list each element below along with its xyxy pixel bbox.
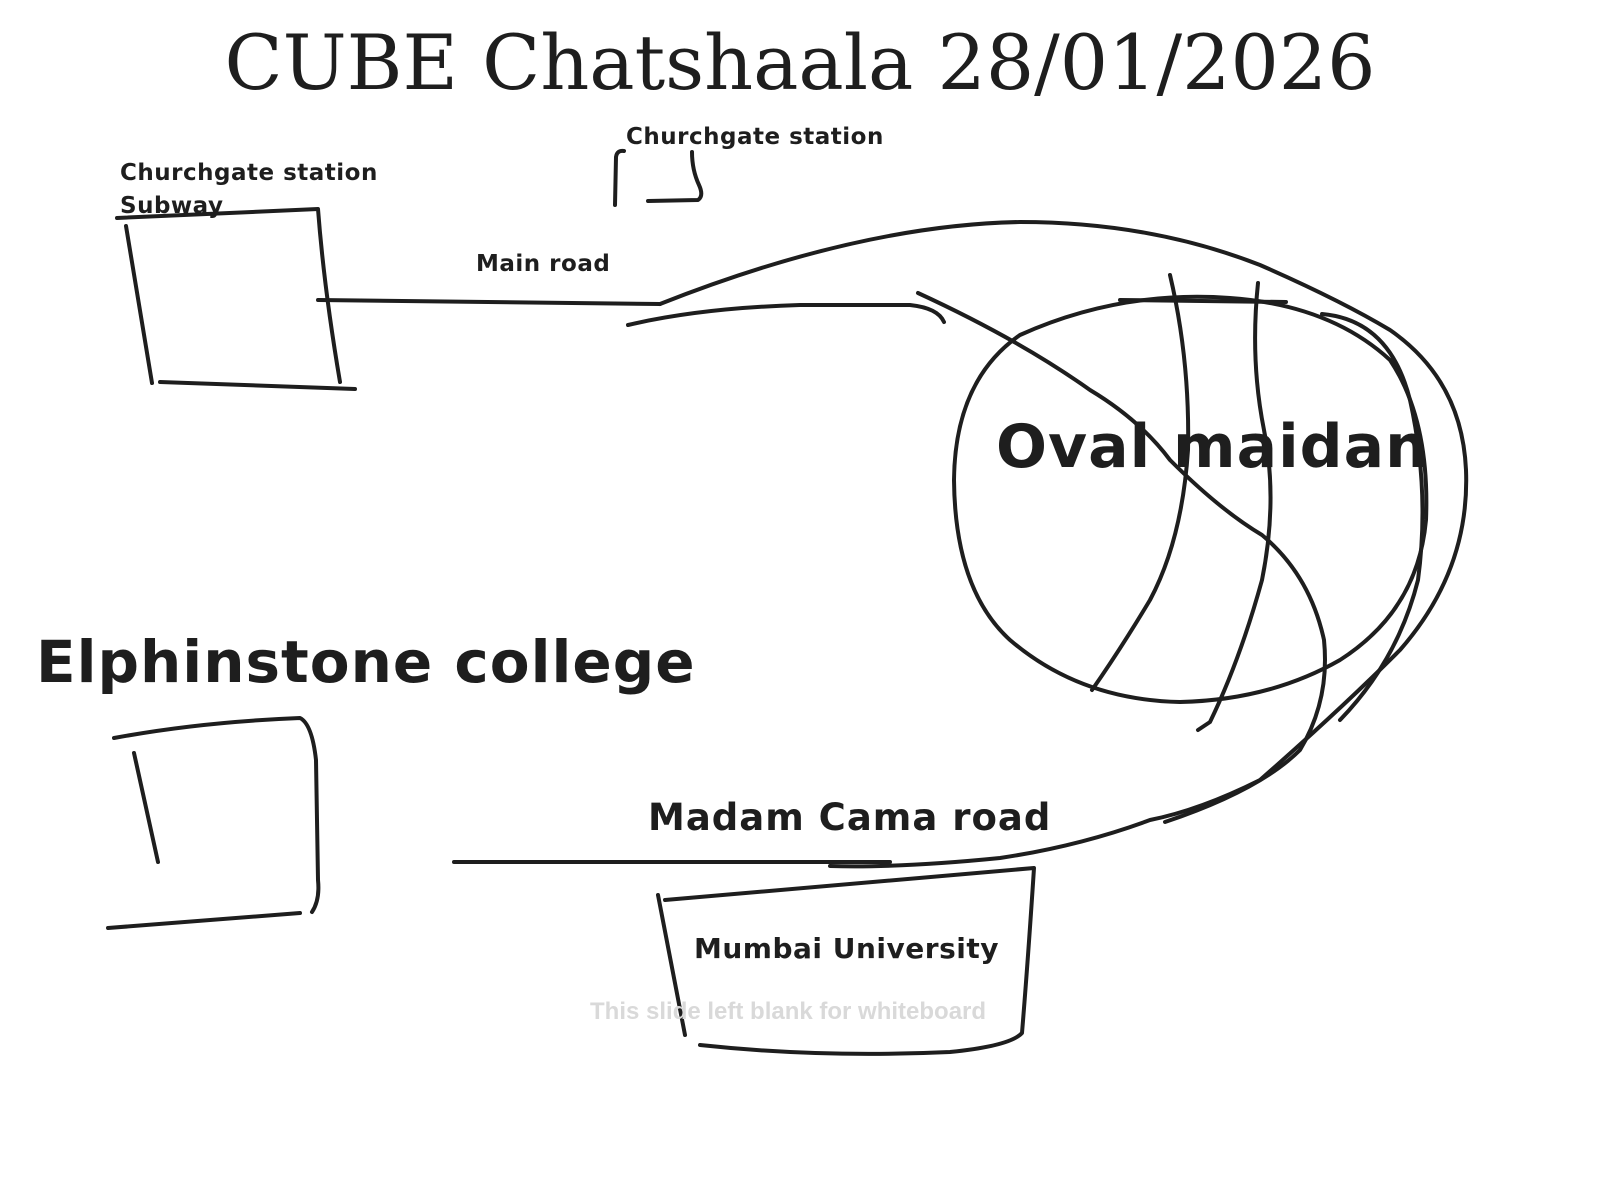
maidan-vertical-line-1 — [1090, 273, 1191, 692]
label-churchgate-subway-line2: Subway — [120, 193, 224, 219]
maidan-right-arc — [1320, 312, 1425, 722]
label-churchgate-subway-line1: Churchgate station — [120, 160, 378, 186]
label-oval-maidan: Oval maidan — [996, 412, 1429, 482]
churchgate-subway-box — [115, 207, 357, 391]
maidan-top-chord — [1118, 298, 1288, 304]
label-elphinstone-college: Elphinstone college — [36, 628, 696, 696]
label-madam-cama-road: Madam Cama road — [648, 796, 1052, 839]
churchgate-station-box — [613, 148, 704, 207]
label-mumbai-university: Mumbai University — [694, 932, 999, 965]
main-road-line — [316, 298, 662, 306]
maidan-vertical-line-2 — [1196, 281, 1273, 732]
placeholder-note: This slide left blank for whiteboard — [590, 998, 987, 1025]
mumbai-university-box — [656, 866, 1036, 1056]
main-road-lower-line — [626, 303, 946, 327]
elphinstone-college-box — [106, 716, 321, 930]
label-main-road: Main road — [476, 251, 611, 277]
outer-loop-road — [658, 220, 1469, 869]
slide-title: CUBE Chatshaala 28/01/2026 — [224, 18, 1376, 107]
label-churchgate-station: Churchgate station — [626, 124, 884, 150]
oval-maidan-outline — [952, 294, 1429, 704]
maidan-diagonal-road — [916, 291, 1327, 824]
